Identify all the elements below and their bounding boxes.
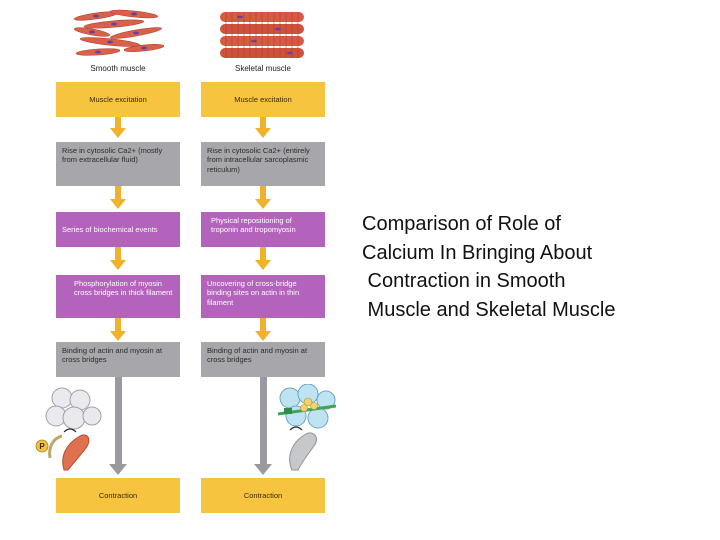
- arrow-head: [255, 128, 271, 138]
- arrow-head: [110, 199, 126, 209]
- arrow: [115, 318, 121, 332]
- gray-arrow: [115, 377, 122, 465]
- arrow: [115, 186, 121, 200]
- caption-line: Muscle and Skeletal Muscle: [362, 298, 616, 321]
- skeletal-repositioning-box: Physical repositioning of troponin and t…: [201, 212, 325, 247]
- skeletal-uncovering-box: Uncovering of cross-bridge binding sites…: [201, 275, 325, 318]
- smooth-calcium-box: Rise in cytosolic Ca2+ (mostly from extr…: [56, 142, 180, 186]
- skeletal-excitation-box: Muscle excitation: [201, 82, 325, 117]
- arrow-head: [255, 260, 271, 270]
- smooth-muscle-label: Smooth muscle: [90, 64, 146, 73]
- arrow: [115, 247, 121, 261]
- skeletal-calcium-box: Rise in cytosolic Ca2+ (entirely from in…: [201, 142, 325, 186]
- gray-arrow-head: [254, 464, 272, 475]
- smooth-cross-bridge-illustration: P: [35, 387, 102, 471]
- skeletal-binding-box: Binding of actin and myosin at cross bri…: [201, 342, 325, 377]
- phosphate-badge-icon: [35, 439, 49, 453]
- skeletal-contraction-box: Contraction: [201, 478, 325, 513]
- skeletal-muscle-label: Skeletal muscle: [234, 64, 292, 73]
- arrow-head: [110, 260, 126, 270]
- caption-line: Comparison of Role of: [362, 213, 561, 235]
- arrow: [260, 186, 266, 200]
- smooth-contraction-box: Contraction: [56, 478, 180, 513]
- skeletal-cross-bridge-illustration: [277, 384, 336, 471]
- arrow-head: [255, 199, 271, 209]
- gray-arrow-head: [109, 464, 127, 475]
- arrow-head: [110, 128, 126, 138]
- smooth-muscle-cells-illustration: [74, 9, 165, 56]
- arrow: [260, 117, 266, 129]
- phosphate-badge-text: P: [39, 442, 45, 451]
- arrow: [260, 247, 266, 261]
- arrow: [260, 318, 266, 332]
- skeletal-muscle-fibers-illustration: [220, 12, 304, 58]
- smooth-phosphorylation-box: Phosphorylation of myosin cross bridges …: [56, 275, 180, 318]
- arrow: [115, 117, 121, 129]
- caption-line: Contraction in Smooth: [362, 270, 566, 292]
- arrow-head: [255, 331, 271, 341]
- caption-line: Calcium In Bringing About: [362, 241, 593, 264]
- smooth-events-box: Series of biochemical events: [56, 212, 180, 247]
- smooth-binding-box: Binding of actin and myosin at cross bri…: [56, 342, 180, 377]
- smooth-excitation-box: Muscle excitation: [56, 82, 180, 117]
- gray-arrow: [260, 377, 267, 465]
- arrow-head: [110, 331, 126, 341]
- slide-caption: Comparison of Role of Calcium In Bringin…: [362, 210, 692, 324]
